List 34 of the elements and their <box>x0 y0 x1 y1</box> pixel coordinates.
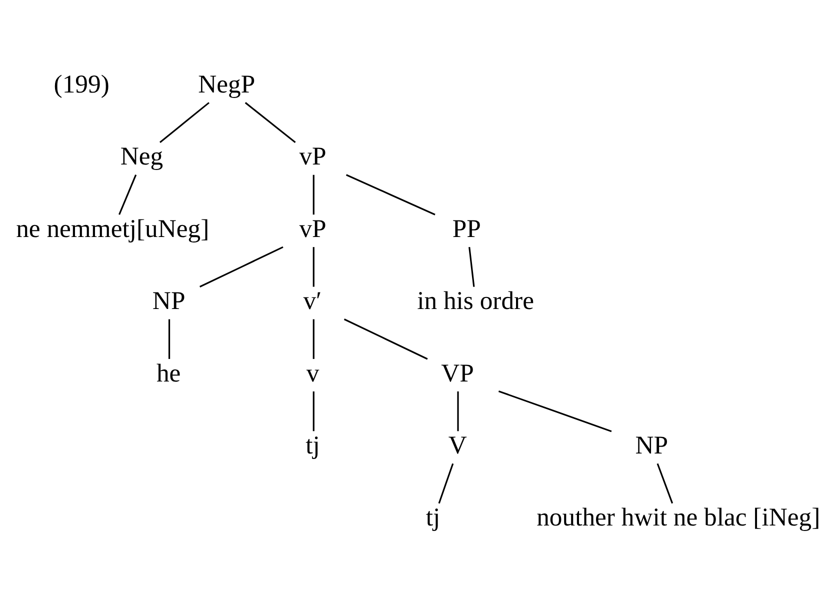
node-text: NP <box>635 430 668 459</box>
connector <box>468 246 475 286</box>
node-text: tj <box>306 430 320 459</box>
connector <box>312 390 314 431</box>
connector <box>200 246 284 287</box>
node-text: vP <box>299 213 326 242</box>
connector <box>656 462 674 504</box>
connector <box>457 390 459 431</box>
node-text: V <box>448 430 467 459</box>
node-text: NP <box>152 286 186 315</box>
node-text: he <box>156 358 181 387</box>
node-text: v′ <box>303 286 322 315</box>
node-text: Neg <box>120 141 164 170</box>
connector <box>244 102 296 143</box>
node-text: ne nemmetj[uNeg] <box>16 213 210 242</box>
node-text: nouther hwit ne blac [iNeg] <box>536 502 820 532</box>
label: (199) <box>54 69 110 98</box>
node-text: in his ordre <box>417 286 534 315</box>
connector <box>312 174 314 214</box>
node-text: v <box>306 358 320 387</box>
node-text: NegP <box>198 69 256 98</box>
node-text: VP <box>441 358 474 387</box>
node-text: tj <box>426 502 440 532</box>
node-text: vP <box>299 141 326 170</box>
node-text: PP <box>452 213 481 242</box>
connector <box>346 174 436 215</box>
connector <box>168 318 170 358</box>
connector <box>498 390 612 432</box>
connector <box>438 462 454 504</box>
connector <box>344 318 428 360</box>
connector <box>312 318 314 358</box>
connector <box>118 174 137 214</box>
connector <box>160 102 210 143</box>
connector <box>312 246 314 286</box>
